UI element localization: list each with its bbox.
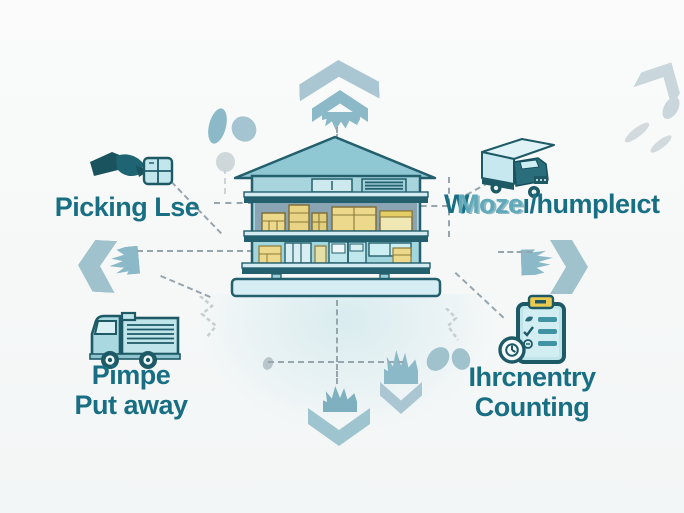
putaway-label-line2: Put away (74, 390, 188, 421)
arrow-up-tail (322, 112, 360, 130)
zigzag-artifact-right (445, 308, 460, 341)
receiving-label-dark: W (444, 189, 469, 219)
connector-left-upper (214, 202, 254, 204)
connector-bottom-vertical (336, 300, 338, 362)
arrow-left-spiky (108, 246, 140, 277)
connector-bottom-stub (336, 364, 338, 384)
inventory-label-line1: Ihrcnentry (468, 362, 596, 392)
node-putaway (86, 304, 191, 370)
zigzag-artifact-left (199, 296, 218, 339)
connector-right-upper (410, 205, 448, 207)
tipper-truck-icon (89, 311, 181, 369)
inventory-label-line2: Counting (474, 392, 590, 423)
picking-label: Picking Lse (54, 192, 200, 222)
checklist-clipboard-icon (498, 294, 566, 364)
inventory-label: Ihrcnentry Counting (446, 362, 618, 422)
decor-fan (216, 152, 235, 172)
putaway-label-line1: Pimpe (91, 360, 171, 390)
decor-faint-blob (658, 94, 684, 122)
decor-gray-bar-1 (622, 119, 652, 146)
putaway-label: Pimpe Put away (56, 360, 206, 420)
zigzag-artifact-top (224, 168, 226, 194)
decor-gray-bar-2 (648, 132, 674, 156)
connector-putaway-diagonal (160, 275, 211, 298)
connector-right-vertical (448, 177, 450, 237)
arrow-right-large (550, 240, 588, 294)
warehouse-building-icon (230, 135, 442, 298)
connector-left-lower (137, 250, 253, 252)
connector-bottom-horizontal (268, 361, 404, 363)
box-truck-icon (481, 138, 555, 198)
receiving-label-rest: ı/humpleıct (522, 189, 661, 219)
connector-right-lower (498, 251, 532, 253)
receiving-label-light: Moze (457, 189, 523, 219)
node-picking (52, 140, 212, 230)
node-receiving (476, 132, 576, 202)
node-inventory (498, 292, 572, 372)
hand-picking-box-icon (90, 152, 174, 186)
